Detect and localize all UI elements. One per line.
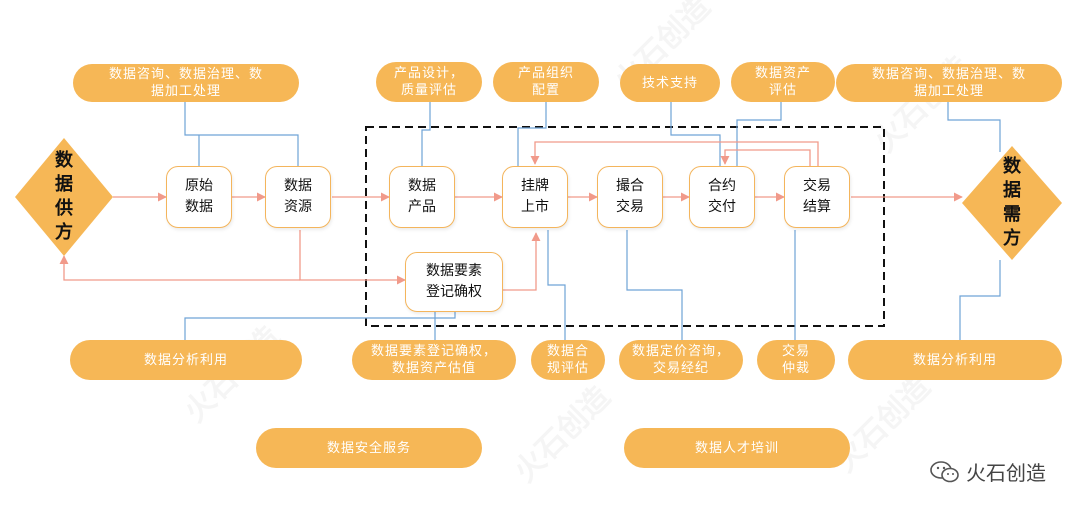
- pill-text: 数据咨询、数据治理、数: [108, 67, 263, 82]
- node-data-resource: 数据资源: [265, 166, 331, 228]
- node-listing: 挂牌上市: [502, 166, 568, 228]
- supply-char: 数: [55, 150, 73, 171]
- pill-text: 数据咨询、数据治理、数: [871, 67, 1026, 82]
- link-analysis-right: [959, 260, 1001, 340]
- node-matching: 撮合交易: [597, 166, 663, 228]
- flow-registration-listing: [503, 232, 541, 291]
- pill-text: 据加工处理: [150, 84, 221, 99]
- link-tech-support: [670, 100, 721, 166]
- flow-supply-loop: [59, 255, 300, 281]
- pill-text: 数据资产: [754, 66, 811, 81]
- link-pricing: [626, 230, 683, 340]
- pill-text: 交易: [781, 344, 810, 359]
- node-delivery: 合约交付: [689, 166, 755, 228]
- node-label: 数据: [284, 178, 312, 194]
- demand-char: 方: [1003, 228, 1021, 249]
- pill-text: 数据分析利用: [143, 352, 228, 368]
- demand-char: 需: [1003, 204, 1021, 225]
- pill-text: 仲裁: [781, 361, 810, 376]
- node-data-product: 数据产品: [389, 166, 455, 228]
- pill-text: 配置: [531, 83, 560, 98]
- supply-char: 据: [55, 174, 73, 195]
- node-label: 挂牌: [521, 178, 549, 194]
- pill-text: 据加工处理: [913, 84, 984, 99]
- pill-text: 产品设计，: [393, 66, 464, 81]
- service-asset-eval: 数据资产评估: [731, 62, 835, 102]
- market-frame: [365, 126, 885, 327]
- node-label: 上市: [521, 199, 549, 215]
- link-top-left: [184, 100, 299, 166]
- node-label: 交易: [616, 199, 644, 215]
- demand-char: 数: [1003, 156, 1021, 177]
- service-security: 数据安全服务: [256, 428, 482, 468]
- node-label: 数据: [408, 178, 436, 194]
- node-label: 交付: [708, 199, 736, 215]
- flow-resource-registration: [299, 230, 406, 285]
- link-compliance: [547, 230, 566, 340]
- pill-text: 评估: [768, 83, 797, 98]
- node-registration: 数据要素登记确权: [405, 252, 503, 312]
- node-label: 原始: [185, 178, 213, 194]
- service-compliance: 数据合规评估: [531, 340, 605, 380]
- service-top-right: 数据咨询、数据治理、数据加工处理: [836, 64, 1062, 102]
- service-talent: 数据人才培训: [624, 428, 850, 468]
- pill-text: 数据人才培训: [694, 440, 779, 456]
- link-product-design: [421, 100, 431, 166]
- node-label: 撮合: [616, 178, 644, 194]
- pill-text: 数据安全服务: [326, 440, 411, 456]
- pill-text: 数据要素登记确权，: [370, 344, 497, 359]
- link-analysis-left: [184, 312, 456, 340]
- demand-diamond: [962, 146, 1062, 260]
- service-analysis-left: 数据分析利用: [70, 340, 302, 380]
- node-label: 资源: [284, 199, 312, 215]
- node-label: 产品: [408, 199, 436, 215]
- brand-name: 火石创造: [966, 461, 1046, 485]
- link-asset-eval: [736, 100, 782, 166]
- service-analysis-right: 数据分析利用: [848, 340, 1062, 380]
- pill-text: 数据合: [546, 344, 589, 359]
- pill-text: 产品组织: [517, 66, 574, 81]
- pill-text: 数据定价咨询，: [631, 344, 730, 359]
- service-tech-support: 技术支持: [620, 64, 720, 102]
- pill-text: 数据资产估值: [391, 361, 476, 376]
- node-label: 结算: [803, 199, 831, 215]
- pill-text: 数据分析利用: [912, 352, 997, 368]
- node-settlement: 交易结算: [784, 166, 850, 228]
- service-top-left: 数据咨询、数据治理、数据加工处理: [73, 64, 299, 102]
- wechat-icon: [930, 460, 959, 482]
- node-label: 交易: [803, 178, 831, 194]
- node-label: 数据: [185, 199, 213, 215]
- pill-text: 质量评估: [400, 83, 457, 98]
- flow-settlement-listing: [530, 141, 819, 166]
- brand-logo: 火石创造: [930, 457, 1046, 486]
- supply-char: 方: [55, 222, 73, 243]
- pill-text: 规评估: [546, 361, 589, 376]
- pill-text: 交易经纪: [652, 361, 709, 376]
- service-pricing: 数据定价咨询， 交易经纪: [619, 340, 743, 380]
- node-label: 合约: [708, 178, 736, 194]
- link-top-right: [947, 102, 1001, 152]
- flow-settlement-delivery: [720, 149, 811, 166]
- link-product-config: [517, 100, 547, 166]
- service-product-design: 产品设计， 质量评估: [376, 62, 482, 102]
- node-raw-data: 原始数据: [166, 166, 232, 228]
- pill-text: 技术支持: [641, 75, 698, 91]
- service-arbitration: 交易仲裁: [757, 340, 835, 380]
- service-registration-valuation: 数据要素登记确权， 数据资产估值: [352, 340, 516, 380]
- demand-label: 数 据 需 方: [992, 156, 1032, 250]
- supply-diamond: [15, 138, 113, 256]
- supply-label: 数 据 供 方: [44, 150, 84, 244]
- node-label: 数据要素: [426, 263, 482, 279]
- supply-char: 供: [55, 198, 73, 219]
- demand-char: 据: [1003, 180, 1021, 201]
- service-product-config: 产品组织配置: [493, 62, 599, 102]
- node-label: 登记确权: [426, 284, 482, 300]
